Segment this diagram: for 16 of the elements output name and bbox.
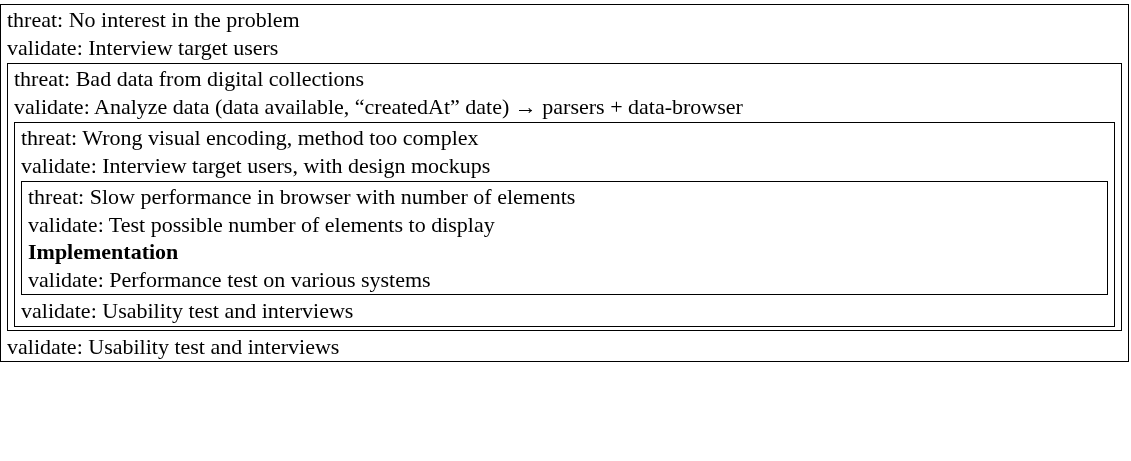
nested-box bbox=[14, 122, 1115, 327]
heading-text: Implementation bbox=[28, 238, 180, 266]
step-text: validate: Interview target users bbox=[7, 33, 280, 61]
step-text: validate: Usability test and interviews bbox=[7, 332, 341, 360]
nested-box bbox=[21, 181, 1108, 295]
step-text: threat: No interest in the problem bbox=[7, 6, 301, 34]
step-text: validate: Usability test and interviews bbox=[21, 297, 355, 325]
step-text: validate: Analyze data (data available, “createdAt” date) → parsers + data-browser bbox=[14, 92, 744, 120]
step-text: threat: Wrong visual encoding, method too complex bbox=[21, 124, 480, 152]
step-text: validate: Interview target users, with design mockups bbox=[21, 151, 492, 179]
step-text: validate: Performance test on various systems bbox=[28, 265, 432, 293]
step-text: threat: Slow performance in browser with number of elements bbox=[28, 183, 577, 211]
step-text: validate: Test possible number of elements to display bbox=[28, 210, 496, 238]
nested-box bbox=[0, 4, 1129, 362]
step-text: threat: Bad data from digital collections bbox=[14, 65, 366, 93]
nested-box bbox=[7, 63, 1122, 331]
